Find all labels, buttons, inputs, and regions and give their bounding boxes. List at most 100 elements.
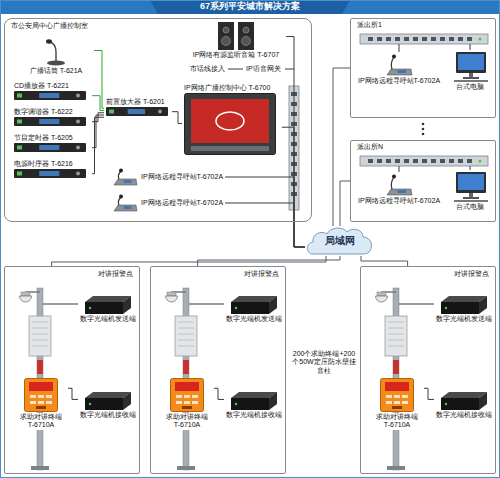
terminal-key: [184, 395, 190, 398]
police-station-box: 派出所NIP网络远程寻呼站T-6702A台式电脑: [350, 140, 496, 222]
connector-line: [225, 203, 305, 247]
optic-front: [441, 302, 479, 314]
help-intercom-terminal: 求助对讲终端 T-6710A: [14, 376, 68, 432]
term-icon: [380, 378, 414, 412]
optic-top: [231, 296, 277, 302]
network-switch: [360, 156, 488, 166]
pager-mic: [119, 195, 123, 199]
optic-icon: [85, 392, 131, 410]
optic-side: [123, 296, 131, 314]
optic-led: [89, 403, 91, 405]
optic-icon: [441, 392, 487, 410]
terminal-case: [171, 379, 204, 412]
screen-logo: [216, 112, 244, 130]
optic-led: [235, 307, 237, 309]
connector-line: [68, 388, 78, 399]
connector-line: [424, 388, 434, 399]
lan-cloud: 局域网: [305, 226, 375, 256]
terminal-key: [184, 401, 190, 404]
rack-unit: [106, 107, 168, 116]
power-sequencer-device: 电源时序器 T-6216: [12, 158, 92, 180]
heading-text: 对讲报警点: [454, 270, 489, 278]
control-center-case: [185, 94, 276, 155]
optic-icon: [85, 296, 131, 314]
terminal-case: [25, 379, 58, 412]
device-label: IP网络有源监听音箱 T-6707: [193, 51, 279, 59]
rack-knob: [76, 146, 80, 150]
pc-foot: [463, 77, 479, 79]
rack-display: [39, 119, 59, 124]
ellipsis-dot: [422, 123, 425, 126]
optic-top: [85, 392, 131, 398]
optic-top: [231, 392, 277, 398]
terminal-grille: [36, 406, 46, 409]
optic-top: [85, 296, 131, 302]
terminal-display: [175, 382, 199, 391]
optical-sender: 数字光端机发送端: [78, 294, 138, 325]
optic-led: [445, 307, 447, 309]
optic-front: [85, 302, 123, 314]
device-label: 节目定时器 T-6205: [14, 134, 73, 142]
rack-led: [17, 94, 22, 98]
control-center-screen: [191, 99, 269, 143]
terminal-key: [46, 395, 52, 398]
rack-knob: [76, 94, 80, 98]
paging-station: IP网络远程寻呼站T-6702A: [356, 52, 442, 87]
device-label: IP网络远程寻呼站T-6702A: [141, 173, 223, 181]
optic-top: [441, 392, 487, 398]
rack-icon: [14, 117, 86, 126]
pc-screen: [458, 54, 484, 70]
rack-icon: [106, 107, 168, 116]
device-label: 求助对讲终端 T-6710A: [162, 413, 212, 430]
rack-knob: [76, 120, 80, 124]
connector-line: [340, 181, 350, 226]
paging-station: IP网络远程寻呼站T-6702A: [356, 172, 442, 207]
pc-icon: [450, 52, 490, 82]
terminal-key: [402, 401, 408, 404]
pager-icon: [112, 168, 138, 186]
device-label: CD播放器 T-6221: [14, 82, 69, 90]
optical-receiver: 数字光端机接收端: [78, 390, 138, 421]
terminal-key: [192, 395, 198, 398]
optic-side: [123, 392, 131, 410]
rack-led: [17, 146, 22, 150]
device-label: IP网络广播控制中心 T-6700: [184, 84, 270, 92]
term-icon: [170, 378, 204, 412]
desktop-pc: 台式电脑: [448, 50, 492, 93]
mon-icon: [184, 93, 276, 155]
pager-mic: [119, 169, 123, 173]
rack-display: [39, 145, 59, 150]
connector-line: [333, 68, 350, 226]
device-label: 数字光端机接收端: [436, 411, 492, 419]
capacity-note: 200个求助终端+200个50W定压防水壁挂音柱: [290, 350, 358, 375]
rack-knob: [76, 172, 80, 176]
device-label: 电源时序器 T-6216: [14, 160, 73, 168]
speaker-tweeter: [223, 27, 229, 33]
connector-line: [172, 112, 182, 124]
terminal-key: [38, 401, 44, 404]
mic-icon: [41, 38, 71, 66]
pager-screen: [398, 70, 406, 73]
heading-text: 市公安局中心广播控制室: [11, 22, 88, 30]
speaker-tweeter: [243, 27, 249, 33]
terminal-display: [29, 382, 53, 391]
rack-display: [39, 93, 59, 98]
terminal-key: [192, 401, 198, 404]
pager-mic: [392, 175, 396, 179]
device-label: IP网络远程寻呼站T-6702A: [358, 197, 440, 205]
control-room-region: 市公安局中心广播控制室广播话筒 T-621ACD播放器 T-6221数字调谐器 …: [4, 18, 312, 222]
optic-icon: [231, 296, 277, 314]
preamp-device: 前置放大器 T-6201: [104, 96, 172, 118]
pole-figure: [20, 288, 79, 470]
rack-icon: [14, 143, 86, 152]
connector-line: [92, 115, 104, 148]
connectors: [52, 37, 434, 400]
pager-base: [114, 179, 137, 185]
rack-unit: [14, 117, 86, 126]
pc-stand: [469, 193, 473, 197]
pc-monitor: [456, 52, 486, 73]
rack-icon: [14, 91, 86, 100]
device-label: 数字光端机接收端: [226, 411, 282, 419]
